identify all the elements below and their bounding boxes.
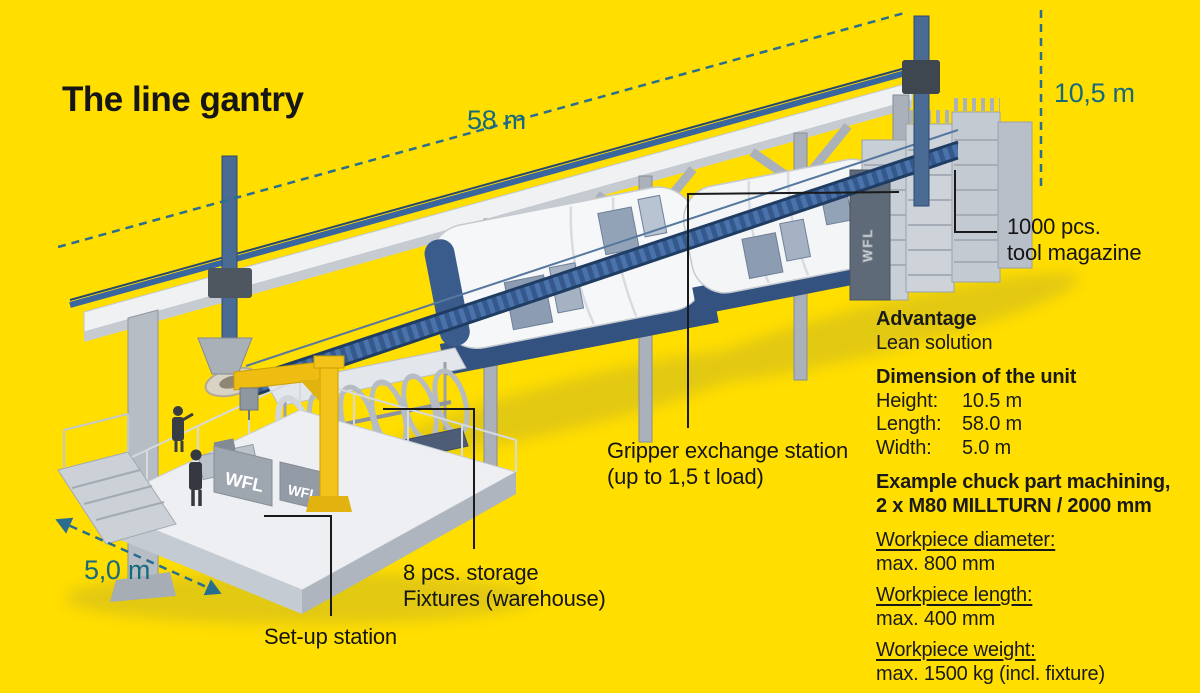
wfl-logo-cabinet: WFL bbox=[860, 228, 875, 262]
dimension-label: Height: bbox=[876, 389, 938, 412]
dimension-row-width: Width: 5.0 m bbox=[876, 437, 1196, 461]
callout-setup-station: Set-up station bbox=[264, 624, 397, 649]
dimensions-section: Dimension of the unit Height: 10.5 m Leng… bbox=[876, 366, 1196, 460]
callout-gripper-exchange: Gripper exchange station (up to 1,5 t lo… bbox=[607, 438, 848, 490]
dimension-value: 58.0 m bbox=[962, 413, 1022, 435]
callout-tool-magazine-line2: tool magazine bbox=[1007, 240, 1142, 265]
example-heading-line1: Example chuck part machining, bbox=[876, 471, 1171, 493]
callout-storage: 8 pcs. storage Fixtures (warehouse) bbox=[403, 560, 606, 612]
tool-magazine: WFL bbox=[849, 98, 1033, 301]
spec-workpiece-diameter: Workpiece diameter: max. 800 mm bbox=[876, 529, 1196, 576]
length-dimension-label: 58 m bbox=[467, 105, 526, 135]
dimension-row-length: Length: 58.0 m bbox=[876, 413, 1196, 437]
spec-label: Workpiece diameter: bbox=[876, 529, 1056, 551]
dimension-label: Width: bbox=[876, 436, 932, 459]
catwalk-truss bbox=[245, 129, 959, 400]
width-dimension-line bbox=[55, 517, 222, 596]
gantry-carriage-right bbox=[902, 15, 940, 207]
height-dimension-label: 10,5 m bbox=[1054, 78, 1135, 108]
advantage-heading: Advantage bbox=[876, 308, 977, 330]
dimension-value: 5.0 m bbox=[962, 436, 1012, 459]
spec-label: Workpiece length: bbox=[876, 584, 1033, 606]
callout-gripper-line1: Gripper exchange station bbox=[607, 438, 849, 463]
spec-label: Workpiece weight: bbox=[876, 639, 1036, 661]
dimensions-heading: Dimension of the unit bbox=[876, 366, 1077, 388]
spec-value: max. 1500 kg (incl. fixture) bbox=[876, 662, 1105, 685]
operator-figure-1 bbox=[172, 406, 194, 452]
operator-figure-2 bbox=[189, 449, 202, 506]
length-dimension-line bbox=[57, 10, 909, 249]
callout-connectors bbox=[264, 170, 997, 616]
page-title: The line gantry bbox=[62, 80, 304, 119]
callout-gripper-line2: (up to 1,5 t load) bbox=[607, 464, 764, 489]
callout-tool-magazine-line1: 1000 pcs. bbox=[1007, 214, 1101, 239]
example-section: Example chuck part machining, 2 x M80 MI… bbox=[876, 471, 1196, 518]
info-panel: Advantage Lean solution Dimension of the… bbox=[876, 308, 1196, 693]
callout-storage-line2: Fixtures (warehouse) bbox=[403, 586, 606, 611]
dimension-lines bbox=[55, 10, 1043, 596]
dimension-row-height: Height: 10.5 m bbox=[876, 390, 1196, 414]
width-dimension-label: 5,0 m bbox=[84, 555, 151, 585]
gantry-carriage-left bbox=[197, 155, 260, 398]
spec-value: max. 800 mm bbox=[876, 552, 995, 575]
dimension-label: Length: bbox=[876, 413, 942, 435]
spec-workpiece-weight: Workpiece weight: max. 1500 kg (incl. fi… bbox=[876, 639, 1196, 686]
example-heading-line2: 2 x M80 MILLTURN / 2000 mm bbox=[876, 494, 1152, 517]
callout-tool-magazine: 1000 pcs. tool magazine bbox=[1007, 214, 1142, 266]
dimension-value: 10.5 m bbox=[962, 389, 1022, 412]
advantage-text: Lean solution bbox=[876, 331, 993, 354]
spec-workpiece-length: Workpiece length: max. 400 mm bbox=[876, 584, 1196, 631]
spec-value: max. 400 mm bbox=[876, 607, 995, 630]
callout-storage-line1: 8 pcs. storage bbox=[403, 560, 539, 585]
column-crane bbox=[233, 355, 352, 512]
advantage-section: Advantage Lean solution bbox=[876, 308, 1196, 355]
